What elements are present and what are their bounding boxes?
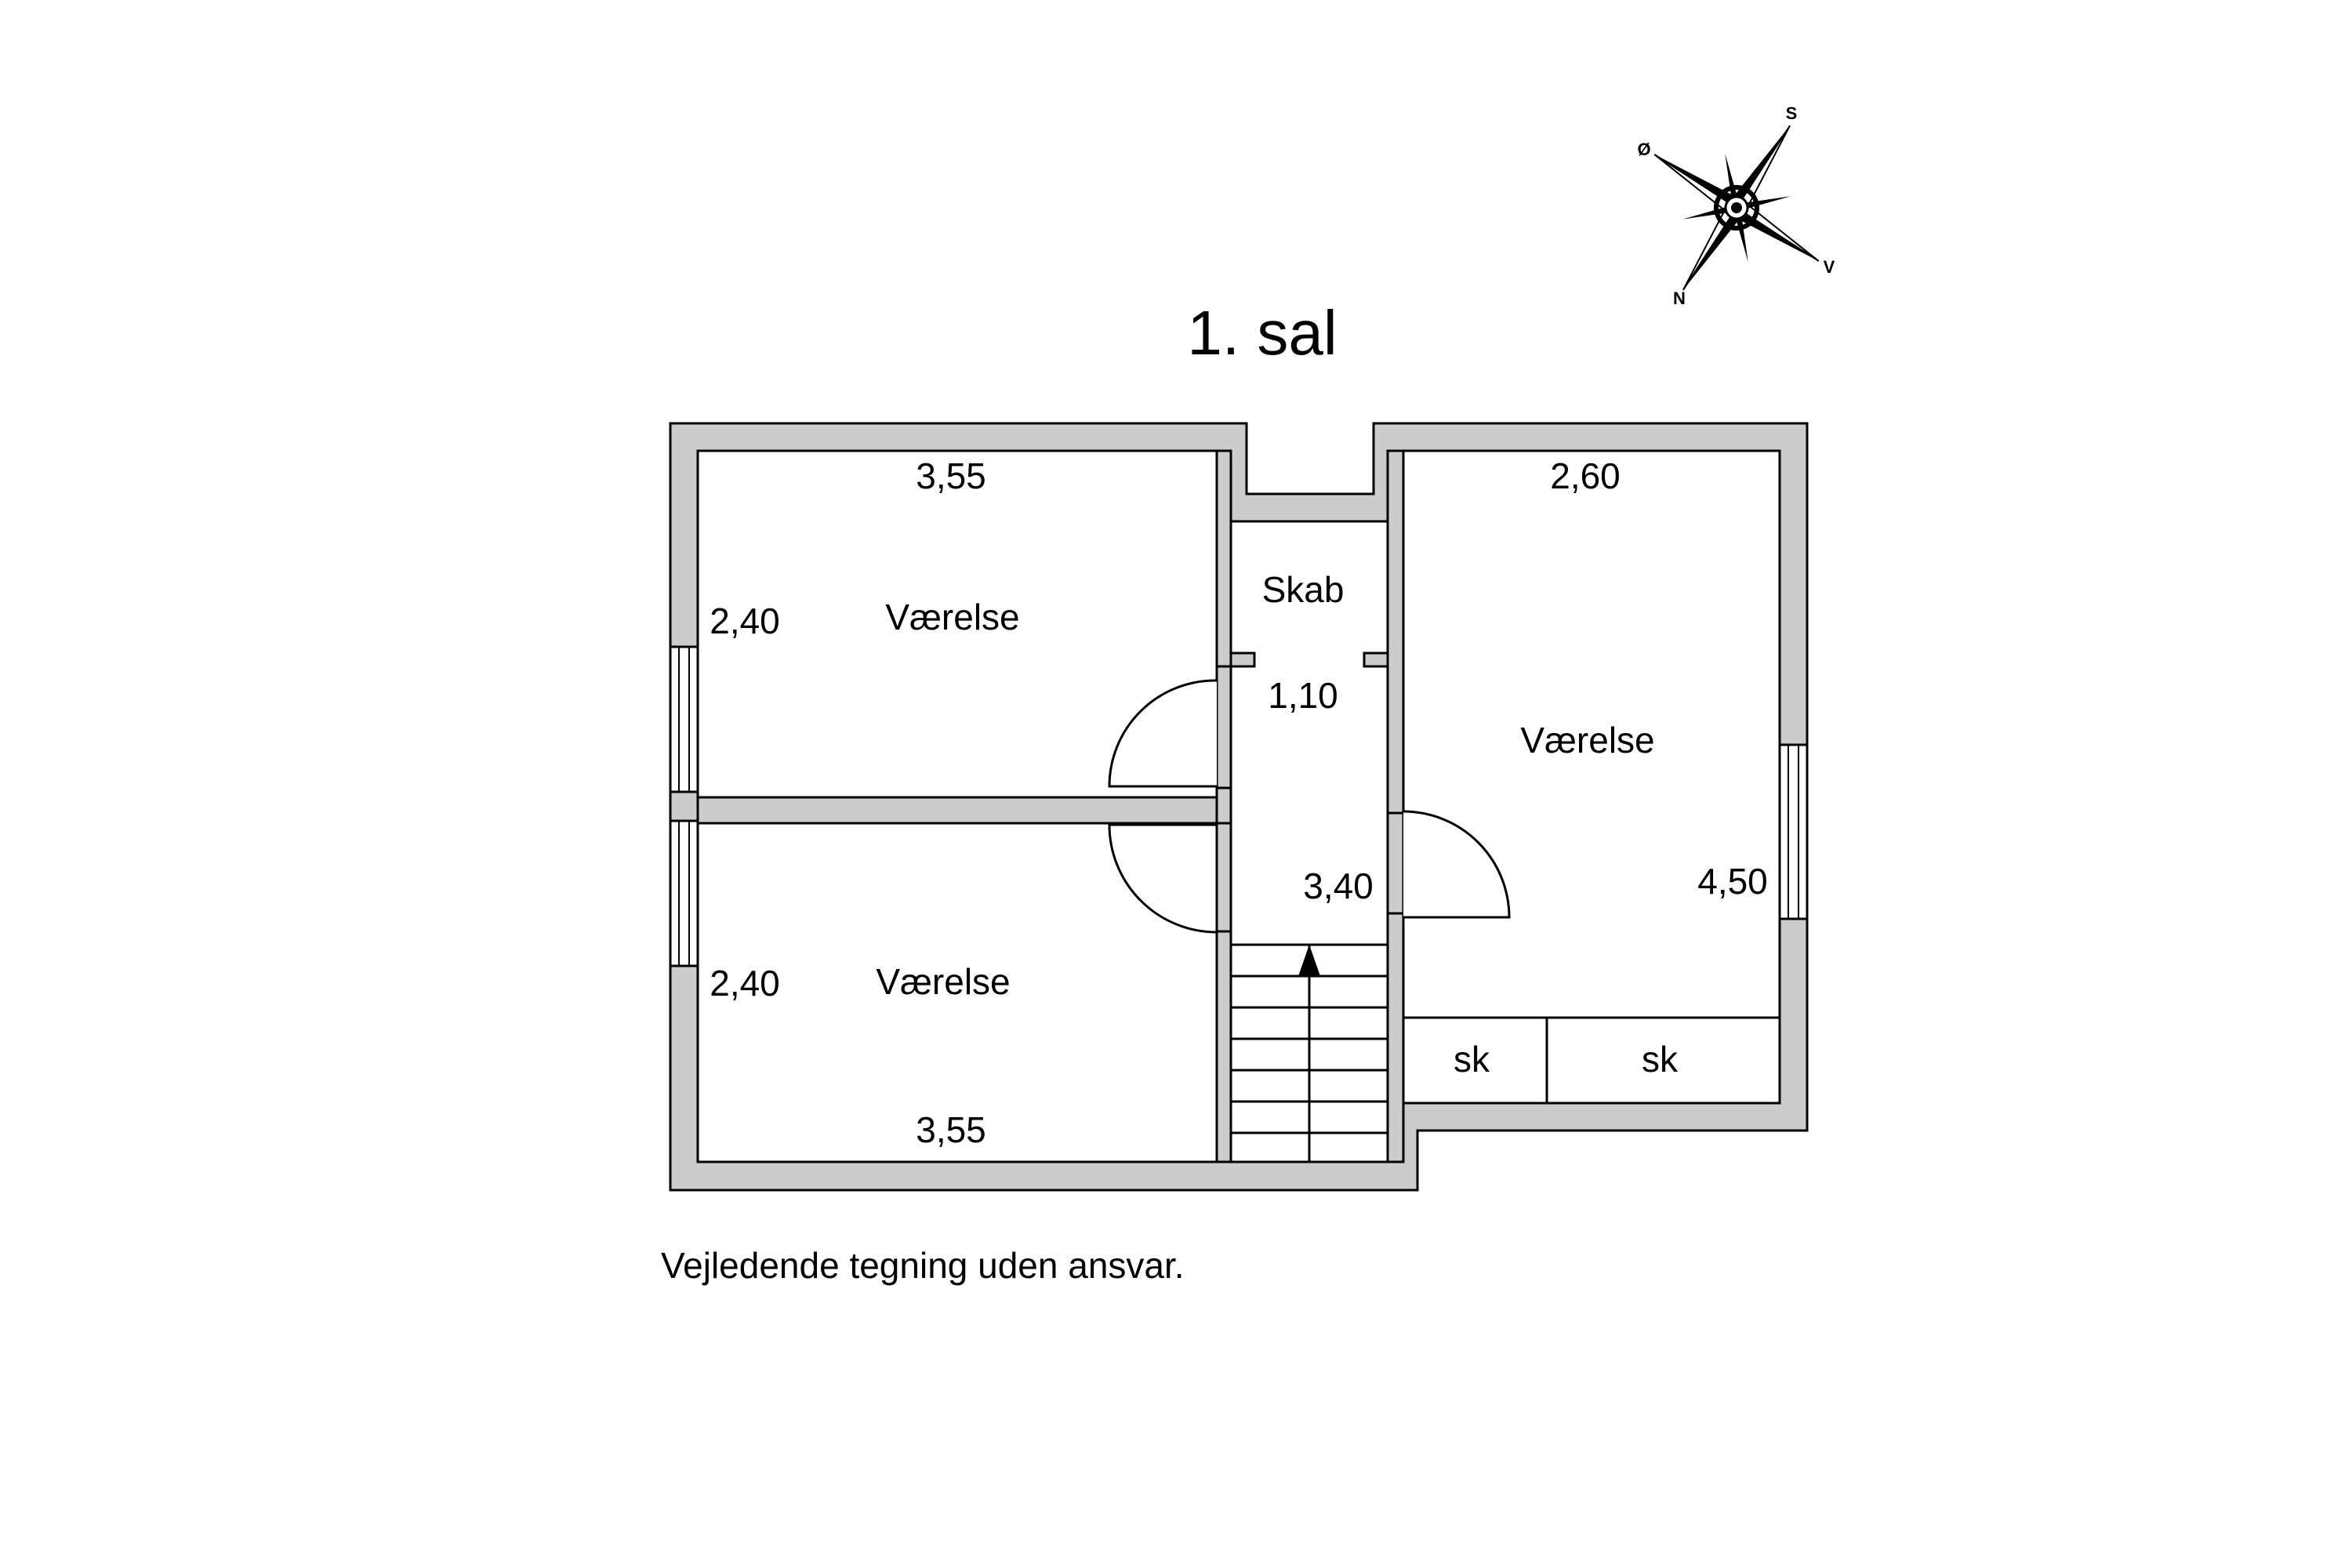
room-top-left-width: 3,55 [916,456,986,496]
wall-stub [1215,449,1232,668]
room-bottom-left-width: 3,55 [916,1109,986,1150]
wall-stub [1386,449,1405,815]
room-right-depth: 4,50 [1697,861,1768,902]
window-bottom-left [669,819,699,967]
wall-stub [1215,930,1232,1163]
wardrobe-2 [1545,1016,1781,1105]
footer-note: Vejledende tegning uden ansvar. [661,1245,1185,1286]
stair-direction-arrow [1298,945,1320,976]
compass-north-letter: N [1673,289,1686,308]
partition-wall [1215,786,1232,825]
room-right-floor [1402,449,1781,1105]
compass-rose [1653,125,1820,291]
wall-stub [1386,912,1405,1163]
closet-width: 1,10 [1268,675,1338,716]
closet-name: Skab [1262,569,1345,610]
wall-stub [1363,652,1389,668]
wall-stub [1229,652,1256,668]
room-bottom-left-name: Værelse [876,961,1010,1002]
window-right [1778,743,1809,920]
room-bottom-left-depth: 2,40 [710,963,780,1004]
wardrobe-1-name: sk [1454,1039,1490,1080]
door-top-left [1108,679,1218,788]
page-title: 1. sal [1187,298,1337,368]
room-top-left-name: Værelse [885,597,1019,637]
room-top-left-depth: 2,40 [710,601,780,641]
hall-length: 3,40 [1303,866,1374,906]
compass-south-letter: S [1786,103,1798,123]
wardrobe-2-name: sk [1642,1039,1679,1080]
compass-west-letter: V [1824,257,1835,277]
door-bottom-left [1108,823,1218,934]
compass-east-letter: Ø [1637,140,1650,159]
staircase [1229,943,1389,1163]
room-right-width: 2,60 [1550,456,1621,496]
window-top-left [669,645,699,793]
partition-wall [696,796,1218,825]
room-right-name: Værelse [1520,720,1654,760]
door-right [1403,810,1511,919]
